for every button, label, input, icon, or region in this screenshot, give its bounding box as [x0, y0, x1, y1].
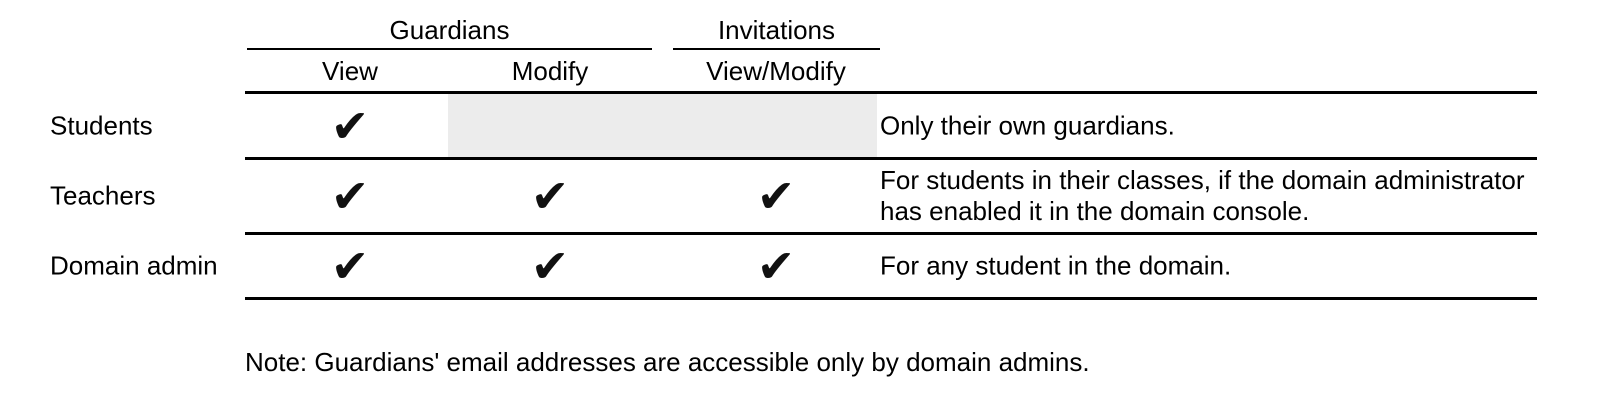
table-row-students: Students ✔ Only their own guardians.: [0, 94, 1600, 157]
row-label: Teachers: [50, 180, 156, 211]
invitations-underline: [673, 48, 880, 50]
check-icon: ✔: [330, 239, 370, 293]
table-row-teachers: Teachers ✔ ✔ ✔ For students in their cla…: [0, 160, 1600, 232]
check-icon: ✔: [530, 239, 570, 293]
guardians-underline: [247, 48, 652, 50]
column-header-modify: Modify: [511, 56, 589, 86]
table-rule-after-teachers: [245, 232, 1537, 235]
row-label: Domain admin: [50, 250, 218, 281]
row-note: For any student in the domain.: [880, 250, 1232, 281]
row-label: Students: [50, 110, 153, 140]
check-icon: ✔: [330, 98, 370, 153]
table-rule-bottom: [245, 297, 1537, 300]
table-row-domain-admin: Domain admin ✔ ✔ ✔ For any student in th…: [0, 235, 1600, 297]
disabled-cells-region: [448, 94, 877, 157]
table-rule-after-students: [245, 157, 1537, 160]
row-note: For students in their classes, if the do…: [880, 165, 1525, 226]
column-header-view: View: [322, 56, 378, 86]
column-group-guardians: Guardians: [389, 15, 510, 45]
row-note: Only their own guardians.: [880, 110, 1175, 140]
check-icon: ✔: [756, 239, 796, 293]
check-icon: ✔: [530, 169, 570, 223]
column-group-invitations: Invitations: [717, 15, 836, 45]
column-header-view-modify: View/Modify: [706, 56, 846, 86]
check-icon: ✔: [756, 169, 796, 223]
check-icon: ✔: [330, 169, 370, 223]
table-rule-header: [245, 91, 1537, 94]
footnote: Note: Guardians' email addresses are acc…: [245, 347, 1090, 377]
